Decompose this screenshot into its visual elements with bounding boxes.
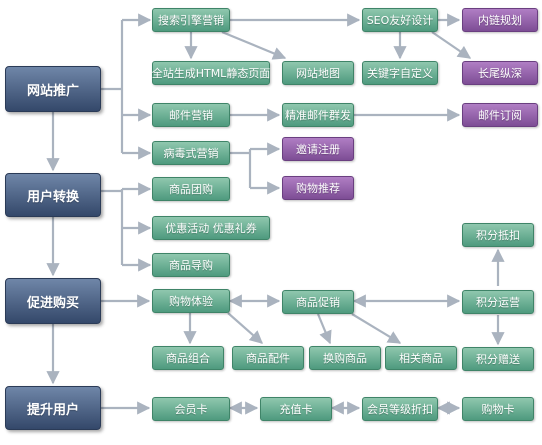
node-internal-links: 内链规划 [462,8,538,32]
main-node-promote-purchase: 促进购买 [5,278,101,324]
node-site-static-html: 全站生成HTML静态页面 [152,61,270,85]
node-points-gift: 积分赠送 [462,347,534,371]
node-email-subscribe: 邮件订阅 [462,103,538,127]
node-recharge-card: 充值卡 [260,397,332,421]
main-node-user-conversion: 用户转换 [5,173,101,217]
node-email-marketing: 邮件营销 [152,103,230,127]
node-invite-register: 邀请注册 [282,137,354,161]
node-points-deduct: 积分抵扣 [462,223,534,247]
node-group-buy: 商品团购 [152,177,230,201]
node-shopping-experience: 购物体验 [152,289,230,313]
node-related-products: 相关商品 [385,346,457,370]
node-member-level-discount: 会员等级折扣 [362,397,438,421]
node-product-promotion: 商品促销 [282,290,354,314]
node-points-operation: 积分运营 [462,290,534,314]
node-site-map: 网站地图 [282,61,354,85]
node-product-accessory: 商品配件 [232,346,304,370]
main-node-upgrade-user: 提升用户 [5,386,101,430]
node-member-card: 会员卡 [152,397,230,421]
connector-line [431,31,472,59]
node-shopping-card: 购物卡 [462,397,534,421]
node-promo-coupon: 优惠活动 优惠礼券 [152,216,270,240]
node-shopping-recommend: 购物推荐 [282,176,354,200]
connector-line [316,313,332,345]
node-product-guide: 商品导购 [152,253,230,277]
main-node-website-promotion: 网站推广 [5,66,101,112]
node-product-combo: 商品组合 [152,346,224,370]
node-search-marketing: 搜索引擎营销 [152,8,230,32]
node-viral-marketing: 病毒式营销 [152,141,230,165]
connector-line [221,30,287,60]
node-seo-friendly: SEO友好设计 [362,8,438,32]
connector-line [351,313,402,344]
node-precise-email: 精准邮件群发 [282,103,354,127]
connector-line [227,312,263,344]
node-exchange-buy: 换购商品 [309,346,381,370]
node-long-tail: 长尾纵深 [462,61,538,85]
node-keyword-custom: 关键字自定义 [362,61,438,85]
